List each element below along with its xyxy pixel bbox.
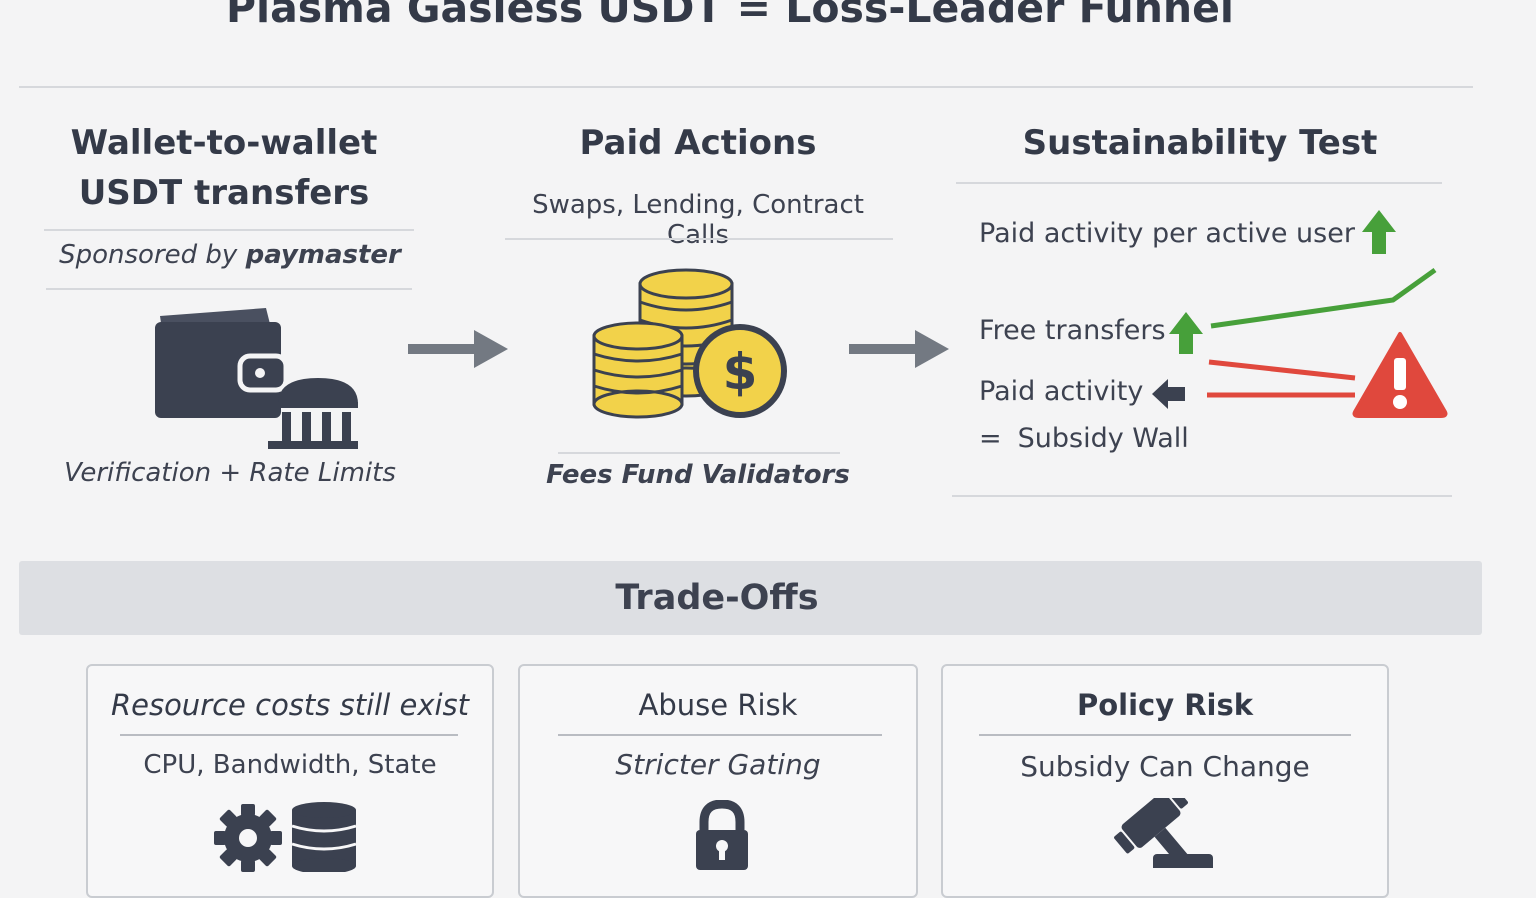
flow-arrow-icon [408, 330, 508, 368]
paid-actions-subheading: Swaps, Lending, Contract Calls [532, 190, 864, 250]
transfers-heading-line2: USDT transfers [78, 173, 370, 213]
paid-actions-caption: Fees Fund Validators [546, 460, 850, 490]
card-divider [979, 734, 1351, 736]
wallet-bank-illustration [155, 304, 358, 449]
transfers-divider-top [44, 229, 414, 231]
paid-activity-label: Paid activity [979, 376, 1144, 407]
sustainability-heading: Sustainability Test [1022, 123, 1378, 163]
transfers-caption: Verification + Rate Limits [64, 458, 396, 488]
tradeoff-card-title: Abuse Risk [638, 688, 798, 722]
subsidy-wall-line: = Subsidy Wall [979, 423, 1189, 454]
resource-icons [214, 802, 357, 872]
equals-symbol: = [979, 423, 1002, 454]
tradeoffs-banner [19, 561, 1482, 635]
sustainability-divider-bottom [952, 495, 1452, 497]
arrow-left-icon [1152, 379, 1185, 409]
flow-arrow-icon [849, 330, 949, 368]
paid-activity-trend-line [1208, 359, 1356, 381]
card-divider [120, 734, 458, 736]
tradeoff-card-title: Policy Risk [1076, 688, 1254, 722]
tradeoffs-banner-label: Trade-Offs [615, 578, 819, 618]
tradeoff-card-resource-costs: Resource costs still exist CPU, Bandwidt… [86, 664, 494, 898]
transfers-heading: Wallet-to-wallet USDT transfers [24, 118, 424, 218]
sponsor-line: Sponsored by paymaster [30, 240, 430, 270]
subsidy-wall-label: Subsidy Wall [1017, 423, 1189, 454]
warning-icon [1352, 332, 1448, 418]
tradeoff-card-subtitle: Stricter Gating [615, 748, 821, 781]
database-icon [291, 802, 357, 872]
arrow-up-icon [1169, 312, 1203, 354]
paid-actions-heading: Paid Actions [579, 123, 817, 163]
free-transfers-trend-line [1210, 267, 1437, 329]
paid-actions-divider-bottom [558, 452, 840, 454]
svg-text:$: $ [723, 343, 758, 401]
sponsor-name: paymaster [245, 240, 401, 270]
sustainability-divider-top [956, 182, 1442, 184]
gear-icon [214, 804, 282, 872]
tradeoff-card-abuse-risk: Abuse Risk Stricter Gating [518, 664, 918, 898]
title-divider [19, 86, 1473, 88]
tradeoff-card-subtitle: Subsidy Can Change [1020, 750, 1310, 783]
tradeoff-card-subtitle: CPU, Bandwidth, State [143, 750, 437, 780]
transfers-divider-bottom [46, 288, 412, 290]
tradeoff-card-title: Resource costs still exist [110, 688, 470, 722]
bank-icon [268, 378, 358, 449]
transfers-heading-line1: Wallet-to-wallet [70, 123, 378, 163]
sponsor-prefix: Sponsored by [59, 240, 246, 270]
trend-lines-graphic [1207, 267, 1448, 418]
page-title: Plasma Gasless USDT = Loss-Leader Funnel [226, 0, 1234, 32]
padlock-icon [696, 800, 748, 870]
arrow-up-icon [1362, 210, 1396, 254]
free-transfers-label: Free transfers [979, 315, 1166, 346]
card-divider [558, 734, 882, 736]
paid-actions-divider [505, 238, 893, 240]
tradeoff-card-policy-risk: Policy Risk Subsidy Can Change [941, 664, 1389, 898]
dollar-coin-icon: $ [693, 324, 787, 418]
coins-illustration: $ [592, 268, 787, 419]
wallet-icon [155, 304, 289, 418]
gavel-icon [1114, 798, 1213, 868]
paid-activity-per-user-label: Paid activity per active user [979, 218, 1355, 249]
